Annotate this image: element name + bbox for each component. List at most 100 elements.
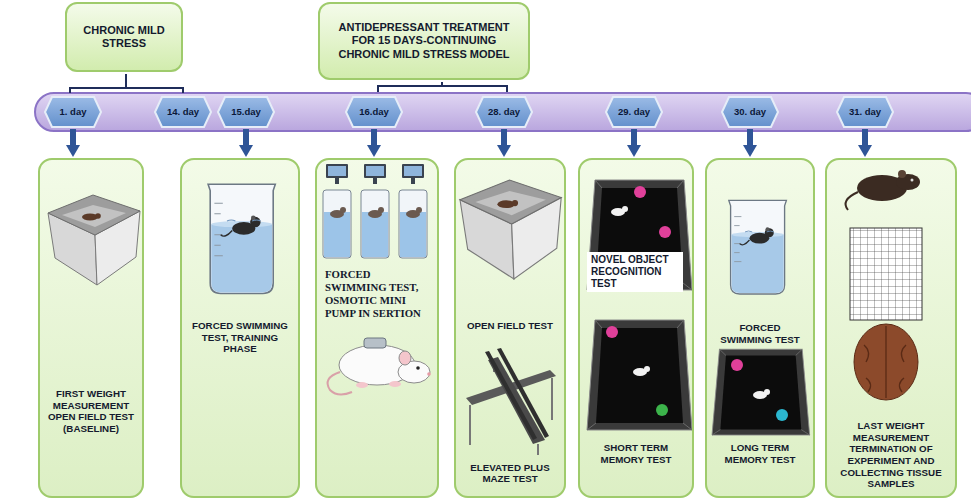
swim-beaker [208, 184, 275, 293]
down-arrow [501, 129, 507, 145]
recognition-arena [587, 320, 692, 430]
recognition-arena [764, 389, 770, 395]
procedure-label: SHORT TERM MEMORY TEST [580, 442, 692, 465]
box-fill [578, 158, 694, 498]
day-marker: 14. day [154, 96, 212, 128]
hexagon-outline [45, 97, 101, 127]
hexagon-outline [218, 97, 274, 127]
open-field-box [48, 195, 140, 285]
mouse-with-pump [427, 372, 431, 376]
procedure-box: FORCED SWIMMING TEST, OSMOTIC MINI PUMP … [315, 158, 439, 498]
grid-paper [850, 228, 922, 320]
mouse-with-pump [328, 338, 431, 395]
phase-box: CHRONIC MILD STRESS [65, 2, 183, 72]
procedure-box: OPEN FIELD TESTELEVATED PLUS MAZE TEST [454, 158, 566, 498]
open-field-box [460, 180, 561, 279]
recognition-arena [587, 320, 692, 430]
hexagon-outline [722, 97, 778, 127]
procedure-label: FIRST WEIGHT MEASUREMENT OPEN FIELD TEST… [40, 388, 142, 435]
procedure-box: FORCED SWIMMING TEST, TRAINING PHASE [180, 158, 300, 498]
box-fill [315, 158, 439, 498]
brain-sample [854, 324, 918, 400]
open-field-box [48, 195, 140, 285]
procedure-label: LAST WEIGHT MEASUREMENT TERMINATION OF E… [827, 420, 955, 490]
box-fill [180, 158, 300, 498]
down-arrow [631, 129, 637, 145]
procedure-label: LONG TERM MEMORY TEST [707, 442, 813, 465]
mouse-figure [846, 170, 920, 210]
procedure-box: LAST WEIGHT MEASUREMENT TERMINATION OF E… [825, 158, 957, 498]
day-marker: 16.day [345, 96, 403, 128]
swim-cylinders [323, 164, 351, 258]
procedure-label: FORCED SWIMMING TEST [707, 322, 813, 345]
recognition-arena [712, 349, 810, 435]
box-fill [454, 158, 566, 498]
day-label: 14. day [167, 106, 199, 117]
open-field-box [460, 180, 561, 279]
recognition-arena [622, 206, 628, 212]
swim-beaker [729, 200, 787, 294]
day-label: 30. day [734, 106, 766, 117]
box-fill [825, 158, 957, 498]
hexagon-outline [837, 97, 893, 127]
mouse-with-pump [389, 381, 401, 387]
box-fill [38, 158, 144, 498]
mouse-with-pump [364, 338, 386, 348]
day-label: 16.day [359, 106, 389, 117]
recognition-arena [644, 366, 650, 372]
down-arrow [862, 129, 868, 145]
hexagon-outline [155, 97, 211, 127]
recognition-arena [712, 349, 810, 435]
day-marker: 1. day [44, 96, 102, 128]
brain-sample [864, 326, 906, 398]
plus-maze [497, 348, 549, 438]
procedure-box: FIRST WEIGHT MEASUREMENT OPEN FIELD TEST… [38, 158, 144, 498]
hexagon-outline [606, 97, 662, 127]
mouse-with-pump [356, 382, 368, 388]
day-label: 29. day [618, 106, 650, 117]
day-label: 31. day [849, 106, 881, 117]
day-marker: 30. day [721, 96, 779, 128]
mouse-with-pump [399, 351, 411, 365]
mouse-figure [898, 170, 906, 178]
phase-label: CHRONIC MILD STRESS [75, 24, 173, 50]
phase-box: ANTIDEPRESSANT TREATMENT FOR 15 DAYS-CON… [318, 2, 530, 80]
recognition-arena [606, 326, 618, 338]
recognition-arena [634, 186, 646, 198]
day-marker: 29. day [605, 96, 663, 128]
timeline-band [35, 93, 971, 131]
recognition-arena [656, 404, 668, 416]
box-fill [38, 158, 957, 498]
day-marker: 28. day [475, 96, 533, 128]
hexagon-outline [476, 97, 532, 127]
recognition-arena [731, 359, 743, 371]
mouse-figure [846, 192, 858, 210]
plus-maze [485, 351, 537, 440]
day-label: 15.day [231, 106, 261, 117]
box-fill [705, 158, 815, 498]
hexagon-outline [346, 97, 402, 127]
down-arrow [747, 129, 753, 145]
mouse-with-pump [416, 366, 420, 370]
bracket [378, 82, 507, 92]
plus-maze [466, 348, 556, 455]
procedure-box: NOVEL OBJECT RECOGNITION TESTSHORT TERM … [578, 158, 694, 498]
procedure-box: FORCED SWIMMING TEST LONG TERM MEMORY TES… [705, 158, 815, 498]
down-arrow [70, 129, 76, 145]
bracket [70, 74, 183, 93]
recognition-arena [776, 409, 788, 421]
swim-beaker [208, 184, 275, 293]
swim-cylinders [323, 164, 427, 258]
swim-beaker [729, 200, 787, 294]
day-marker: 31. day [836, 96, 894, 128]
swim-cylinders [361, 164, 389, 258]
procedure-label: OPEN FIELD TEST [456, 320, 564, 332]
mouse-figure [911, 179, 914, 182]
grid-paper [850, 228, 922, 320]
procedure-label: FORCED SWIMMING TEST, TRAINING PHASE [182, 320, 298, 355]
phase-label: ANTIDEPRESSANT TREATMENT FOR 15 DAYS-CON… [328, 21, 520, 61]
down-arrow [243, 129, 249, 145]
swim-cylinders [399, 164, 427, 258]
